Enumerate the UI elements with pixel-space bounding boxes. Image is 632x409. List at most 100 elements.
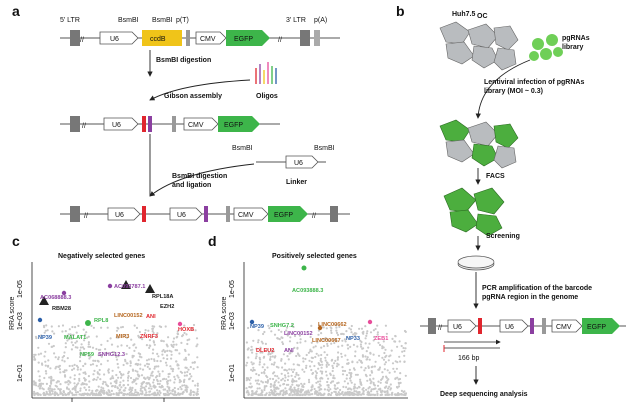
scatter-point — [367, 365, 370, 368]
scatter-point — [126, 362, 129, 365]
scatter-point — [183, 348, 187, 351]
scatter-point — [168, 349, 171, 352]
scatter-point — [51, 379, 54, 382]
scatter-point — [367, 346, 370, 349]
scatter-point — [356, 387, 359, 390]
scatter-point — [315, 352, 318, 355]
scatter-point — [345, 330, 348, 333]
scatter-point — [75, 391, 78, 394]
scatter-point — [304, 340, 307, 343]
scatter-point — [164, 350, 167, 353]
scatter-point — [359, 343, 362, 346]
scatter-point — [273, 381, 276, 384]
scatter-point — [176, 335, 179, 338]
scatter-point — [135, 393, 138, 397]
pa-label: p(A) — [314, 17, 327, 24]
scatter-point — [391, 362, 395, 365]
scatter-point — [331, 369, 334, 373]
scatter-point — [297, 387, 300, 390]
scatter-point — [183, 384, 186, 387]
scatter-point — [61, 356, 64, 359]
scatter-point — [346, 358, 349, 361]
scatter-point — [313, 387, 316, 391]
scatter-point — [292, 363, 295, 366]
scatter-point — [84, 388, 88, 391]
scatter-point — [280, 372, 283, 375]
scatter-point — [173, 375, 176, 378]
scatter-point — [314, 370, 317, 373]
scatter-point — [88, 380, 91, 383]
scatter-point — [325, 365, 328, 368]
scatter-point — [245, 391, 248, 394]
scatter-point — [120, 386, 123, 389]
scatter-point — [182, 391, 185, 394]
scatter-point — [272, 372, 275, 375]
scatter-point — [368, 342, 371, 345]
scatter-point — [252, 362, 255, 365]
scatter-point — [304, 357, 307, 361]
scatter-point — [113, 351, 116, 354]
scatter-point — [335, 393, 338, 397]
scatter-point — [117, 376, 120, 379]
scatter-point — [122, 393, 125, 397]
scatter-point — [396, 386, 399, 389]
scatter-point — [57, 325, 61, 328]
scatter-point — [114, 385, 117, 389]
scatter-point — [292, 325, 295, 329]
scatter-point — [61, 324, 65, 327]
scatter-point — [40, 334, 43, 337]
scatter-point — [131, 354, 134, 357]
scatter-point — [389, 387, 393, 390]
scatter-point — [180, 388, 183, 391]
scatter-point — [319, 393, 323, 397]
scatter-point — [110, 343, 114, 346]
scatter-point — [150, 387, 153, 390]
scatter-point — [279, 392, 282, 395]
scatter-point — [37, 353, 40, 356]
scatter-point — [87, 354, 90, 357]
scatter-point — [335, 326, 338, 329]
scatter-point — [151, 370, 154, 373]
scatter-point — [293, 391, 296, 394]
scatter-point — [282, 383, 285, 386]
scatter-point — [97, 393, 100, 396]
scatter-point — [128, 393, 131, 397]
scatter-point — [391, 337, 394, 340]
scatter-point — [298, 334, 301, 337]
scatter-point — [103, 373, 106, 376]
scatter-point — [133, 349, 136, 352]
scatter-point — [112, 393, 115, 396]
scatter-point — [140, 382, 143, 385]
scatter-point — [163, 393, 166, 397]
mid-u6-label: U6 — [112, 122, 121, 129]
scatter-point — [336, 387, 339, 390]
scatter-point — [283, 374, 287, 377]
scatter-point — [269, 385, 272, 388]
scatter-point — [395, 367, 398, 370]
scatter-point — [95, 347, 98, 351]
scatter-point — [170, 343, 173, 346]
d-gene-5: LINC00152 — [284, 331, 313, 337]
scatter-point — [48, 376, 51, 379]
scatter-point — [118, 370, 121, 374]
scatter-point — [57, 356, 60, 359]
scatter-point — [64, 381, 67, 384]
scatter-point — [267, 353, 270, 356]
scatter-point — [70, 392, 74, 395]
scatter-point — [335, 340, 338, 343]
scatter-point — [253, 369, 256, 372]
scatter-point — [352, 392, 355, 395]
scatter-point — [175, 349, 179, 352]
scatter-point — [151, 374, 154, 377]
scatter-point — [282, 389, 285, 392]
scatter-point — [320, 346, 323, 349]
panel-label-c: c — [12, 233, 20, 249]
scatter-point — [73, 393, 76, 396]
scatter-point — [323, 388, 326, 391]
scatter-point — [321, 370, 324, 373]
scatter-point — [156, 380, 159, 383]
scatter-point — [319, 357, 322, 360]
scatter-point — [384, 355, 387, 359]
scatter-point — [183, 331, 186, 335]
scatter-point — [343, 369, 347, 373]
